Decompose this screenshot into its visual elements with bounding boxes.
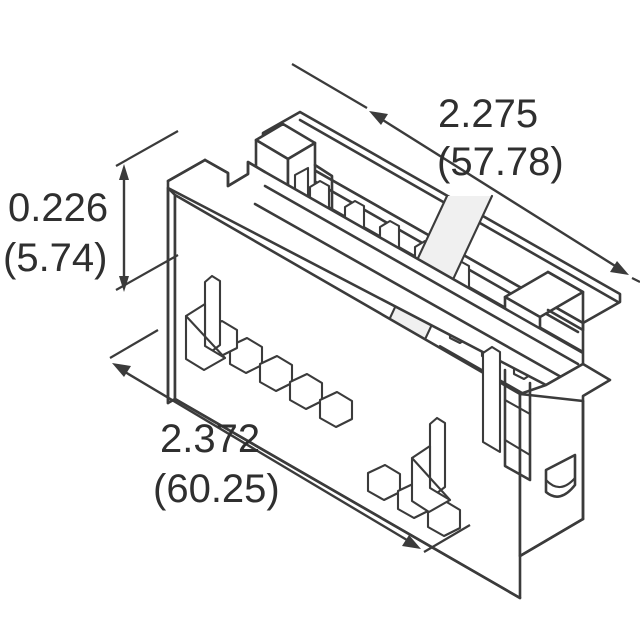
front-body-front-lower-edge [173, 397, 522, 600]
front-left-latch-crease [184, 314, 227, 360]
rear-right-endcap-rail [546, 270, 585, 332]
front-right-endcap-latch-recess [503, 368, 532, 482]
depth-ext-line-near [291, 63, 368, 109]
front-pin [288, 372, 324, 411]
front-mating-rail-edge-a [263, 184, 580, 366]
front-right-endcap-bottom-edge [518, 517, 585, 558]
length-ext-line-far [423, 524, 471, 553]
depth-dim-line [377, 115, 621, 271]
front-right-latch [410, 416, 452, 514]
height-arrow-down-icon [119, 276, 129, 292]
dimension-height: 0.226 (5.74) [3, 130, 179, 292]
length-dim-mm: (60.25) [153, 467, 280, 511]
connector-body [166, 110, 622, 600]
front-left-latch [184, 274, 227, 372]
length-arrow-end-icon [402, 535, 421, 549]
depth-arrow-end-icon [610, 261, 629, 275]
depth-arrow-start-icon [369, 111, 388, 125]
front-body-top-back-edge [166, 158, 207, 183]
front-body-top-notch [203, 158, 267, 188]
dimension-depth: 2.275 (57.78) [291, 63, 640, 283]
mounting-boss [544, 453, 577, 498]
front-pin [318, 390, 354, 429]
height-arrow-up-icon [119, 164, 129, 180]
front-right-latch-finger [481, 345, 502, 454]
front-right-latch-crease [410, 456, 452, 502]
front-right-endcap-recess-shelf [503, 398, 532, 416]
front-right-endcap-recess-shelf-2 [503, 438, 532, 457]
depth-dim-inches: 2.275 [438, 92, 538, 136]
length-ext-line-near [109, 329, 159, 359]
length-dim-line [119, 367, 413, 545]
front-pin [366, 463, 402, 502]
front-pin [258, 354, 294, 393]
mounting-boss-rim [544, 476, 577, 489]
depth-ext-line-far [631, 277, 640, 283]
height-ext-line-top [115, 130, 179, 167]
length-arrow-start-icon [112, 363, 131, 377]
length-dim-inches: 2.372 [160, 417, 260, 461]
depth-dim-mm: (57.78) [437, 140, 564, 184]
front-mating-rail-edge-b [253, 202, 572, 384]
dimension-length: 2.372 (60.25) [109, 329, 471, 553]
height-dim-mm: (5.74) [3, 236, 108, 280]
height-dim-inches: 0.226 [8, 186, 108, 230]
front-mating-rail [253, 184, 580, 384]
